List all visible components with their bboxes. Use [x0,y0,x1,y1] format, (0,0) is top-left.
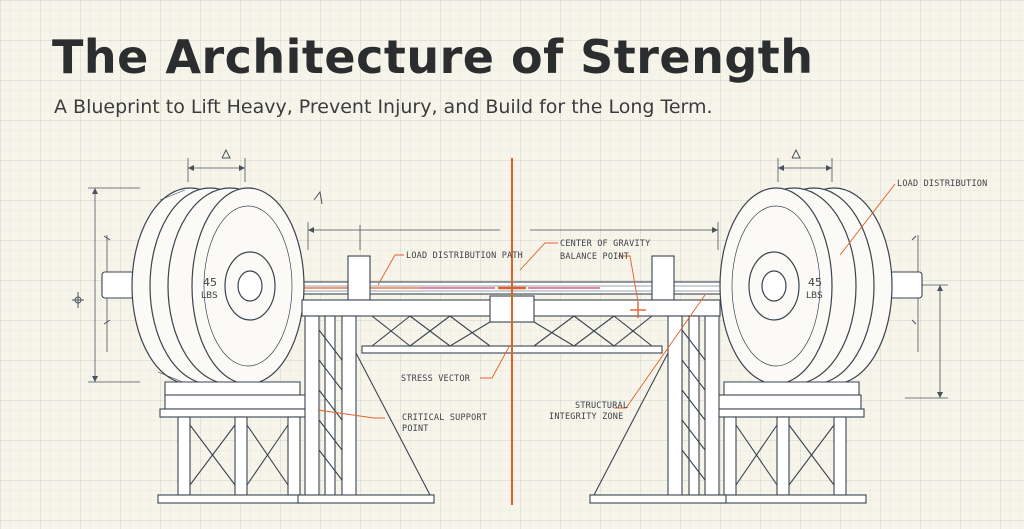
central-rack-truss [297,255,727,504]
right-weight-plates [719,187,893,385]
center-of-gravity-axis [498,158,646,505]
dimension-lines [88,158,948,399]
page-title: The Architecture of Strength [52,30,814,84]
callout-load-distribution-path: LOAD DISTRIBUTION PATH [406,251,523,261]
page-subtitle: A Blueprint to Lift Heavy, Prevent Injur… [54,96,713,118]
callout-load-distribution: LOAD DISTRIBUTION [897,179,987,189]
callout-stress-vector: STRESS VECTOR [401,374,471,384]
dimension-symbols [72,148,917,325]
right-plate-weight: 45 [808,276,822,289]
right-plate-unit: LBS [806,291,823,301]
left-plate-weight: 45 [203,276,217,289]
callout-leaders [317,183,896,419]
left-weight-plates [131,187,305,385]
callout-critical-support-line1: CRITICAL SUPPORT [402,413,487,423]
callout-critical-support-line2: POINT [402,424,429,434]
callout-structural-integrity-line2: INTEGRITY ZONE [549,412,623,422]
left-stand-frame [157,408,311,504]
right-stand-frame [713,408,867,504]
left-plate-unit: LBS [201,291,218,301]
callout-balance-point: BALANCE POINT [560,252,629,262]
callout-structural-integrity-line1: STRUCTURAL [575,401,628,411]
callout-center-of-gravity: CENTER OF GRAVITY [560,239,650,249]
plate-base-blocks [164,381,862,410]
dimension-arrow-marks [92,165,943,398]
